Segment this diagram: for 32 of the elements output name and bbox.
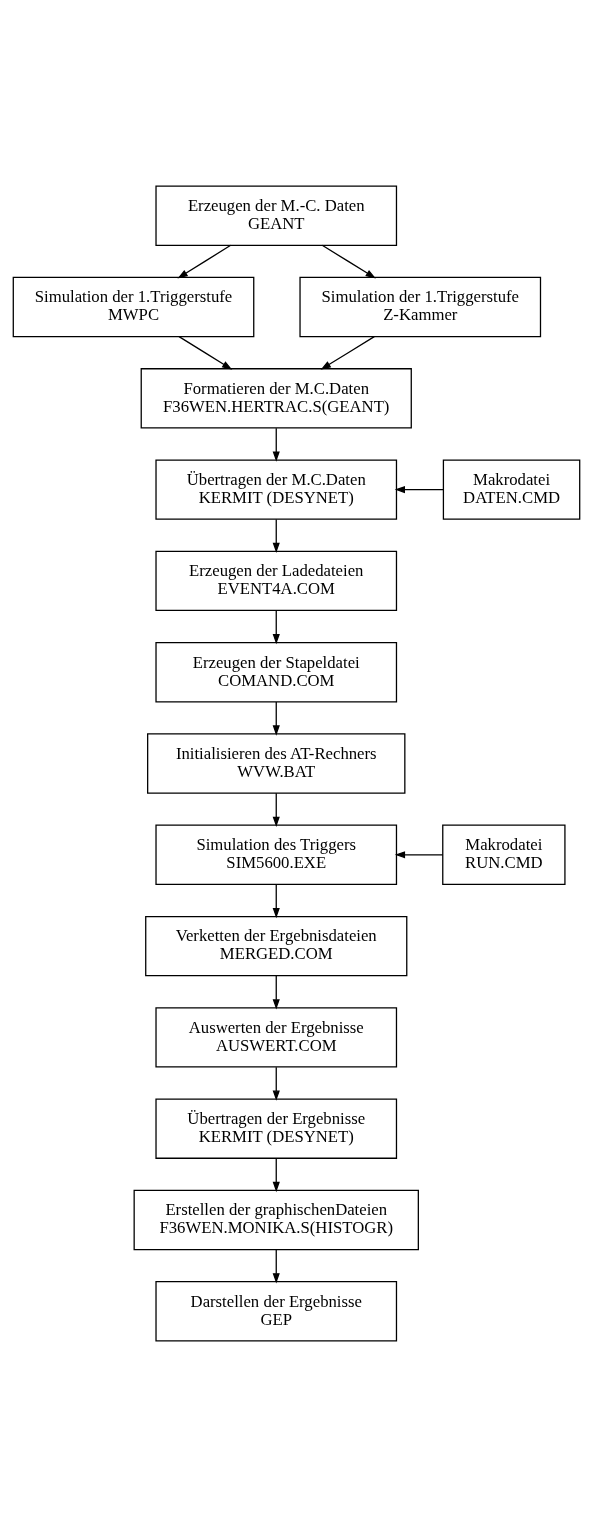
arrow bbox=[394, 850, 444, 858]
node-box: Simulation des Triggers SIM5600.EXE bbox=[155, 824, 398, 885]
arrow bbox=[272, 883, 280, 918]
node-box: Formatieren der M.C.Daten F36WEN.HERTRAC.S(GEANT) bbox=[140, 367, 412, 429]
node-box: Erstellen der graphischenDateien F36WEN.MONIKA.S(HISTOGR) bbox=[133, 1189, 419, 1250]
node-box: Erzeugen der Ladedateien EVENT4A.COM bbox=[155, 550, 398, 611]
arrow bbox=[272, 792, 280, 827]
node-box: Initialisieren des AT-Rechners WVW.BAT bbox=[147, 732, 406, 794]
node-box: Simulation der 1.Triggerstufe MWPC bbox=[12, 276, 255, 337]
node-box: Erzeugen der M.-C. Daten GEANT bbox=[155, 185, 398, 246]
node-box: Auswerten der Ergebnisse AUSWERT.COM bbox=[155, 1006, 398, 1068]
node-box: Makrodatei DATEN.CMD bbox=[442, 458, 581, 520]
node-box: Simulation der 1.Triggerstufe Z-Kammer bbox=[299, 276, 542, 337]
node-box: Makrodatei RUN.CMD bbox=[442, 824, 566, 885]
node-box: Darstellen der Ergebnisse GEP bbox=[155, 1280, 398, 1341]
arrow bbox=[321, 244, 376, 278]
arrow bbox=[178, 335, 233, 370]
arrow bbox=[394, 485, 444, 493]
node-box: Übertragen der M.C.Daten KERMIT (DESYNET) bbox=[155, 458, 398, 520]
arrow bbox=[272, 974, 280, 1010]
arrow bbox=[272, 609, 280, 644]
arrow bbox=[272, 700, 280, 736]
node-box: Verketten der Ergebnisdateien MERGED.COM bbox=[145, 915, 408, 976]
arrow bbox=[272, 427, 280, 462]
arrow bbox=[320, 335, 375, 370]
arrow bbox=[272, 1157, 280, 1192]
arrow bbox=[272, 1248, 280, 1283]
arrow bbox=[177, 244, 232, 278]
arrow bbox=[272, 518, 280, 553]
arrow bbox=[272, 1066, 280, 1101]
node-box: Erzeugen der Stapeldatei COMAND.COM bbox=[155, 641, 398, 702]
node-box: Übertragen der Ergebnisse KERMIT (DESYNET) bbox=[155, 1097, 398, 1159]
